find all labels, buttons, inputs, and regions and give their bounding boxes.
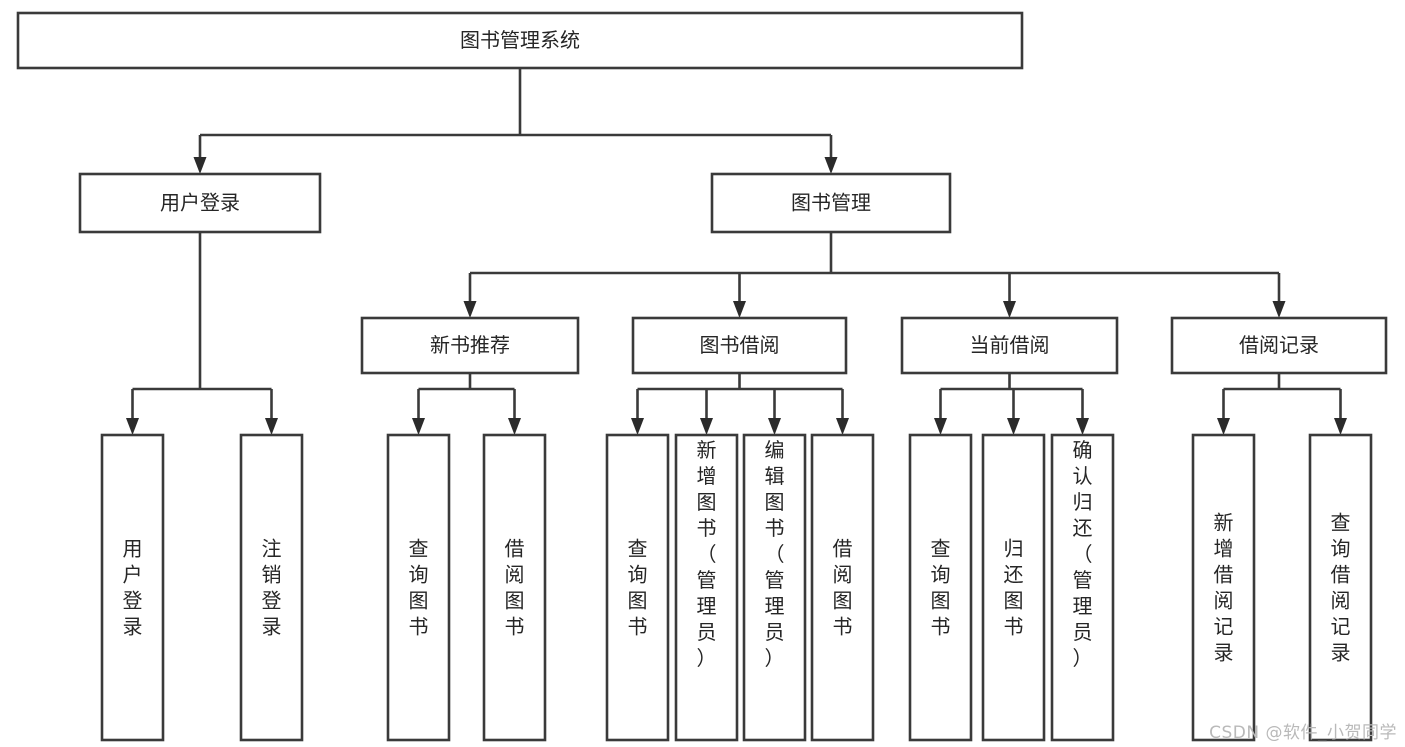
node-new-book-rec[interactable]: 新书推荐 xyxy=(360,316,580,375)
arrow-head-book-manage-2 xyxy=(1003,301,1016,318)
node-label-root: 图书管理系统 xyxy=(460,28,580,52)
node-label-leaf-confirm-return: 确认归还（管理员） xyxy=(1073,438,1093,670)
node-box-leaf-return-book xyxy=(981,433,1046,742)
node-box-book-borrow xyxy=(631,316,848,375)
arrow-head-book-borrow-3 xyxy=(836,418,849,435)
node-label-leaf-logout: 注销登录 xyxy=(262,537,282,639)
node-leaf-add-record[interactable]: 新增借阅记录 xyxy=(1191,433,1256,742)
node-box-new-book-rec xyxy=(360,316,580,375)
node-book-manage[interactable]: 图书管理 xyxy=(710,172,952,234)
node-box-leaf-confirm-return xyxy=(1050,433,1115,742)
node-leaf-query-book-2[interactable]: 查询图书 xyxy=(605,433,670,742)
node-label-leaf-query-record: 查询借阅记录 xyxy=(1331,511,1351,665)
node-root[interactable]: 图书管理系统 xyxy=(16,11,1024,70)
arrow-head-new-book-rec-1 xyxy=(508,418,521,435)
arrow-head-book-borrow-1 xyxy=(700,418,713,435)
csdn-watermark: CSDN @软件_小贺同学 xyxy=(1209,723,1397,743)
node-box-book-manage xyxy=(710,172,952,234)
node-box-leaf-borrow-book-2 xyxy=(810,433,875,742)
node-label-leaf-user-login: 用户登录 xyxy=(123,537,143,639)
node-label-leaf-edit-book: 编辑图书（管理员） xyxy=(765,438,785,670)
node-leaf-add-book[interactable]: 新增图书（管理员） xyxy=(674,433,739,742)
node-label-leaf-borrow-book-1: 借阅图书 xyxy=(505,537,525,639)
node-label-leaf-add-record: 新增借阅记录 xyxy=(1214,511,1234,665)
node-label-borrow-record: 借阅记录 xyxy=(1239,333,1319,357)
node-leaf-borrow-book-1[interactable]: 借阅图书 xyxy=(482,433,547,742)
arrow-head-root-1 xyxy=(824,157,838,174)
node-leaf-query-book-1[interactable]: 查询图书 xyxy=(386,433,451,742)
node-box-leaf-borrow-book-1 xyxy=(482,433,547,742)
node-box-leaf-query-book-3 xyxy=(908,433,973,742)
edges-layer xyxy=(126,68,1347,435)
node-label-leaf-borrow-book-2: 借阅图书 xyxy=(833,537,853,639)
arrow-head-new-book-rec-0 xyxy=(412,418,425,435)
node-box-borrow-record xyxy=(1170,316,1388,375)
arrow-head-book-manage-3 xyxy=(1272,301,1286,318)
node-leaf-return-book[interactable]: 归还图书 xyxy=(981,433,1046,742)
node-label-leaf-query-book-2: 查询图书 xyxy=(628,537,648,639)
node-current-borrow[interactable]: 当前借阅 xyxy=(900,316,1119,375)
node-label-current-borrow: 当前借阅 xyxy=(970,333,1050,357)
arrow-head-book-borrow-2 xyxy=(768,418,781,435)
node-box-leaf-logout xyxy=(239,433,304,742)
node-leaf-borrow-book-2[interactable]: 借阅图书 xyxy=(810,433,875,742)
node-box-leaf-query-record xyxy=(1308,433,1373,742)
node-label-leaf-add-book: 新增图书（管理员） xyxy=(697,438,717,670)
node-label-new-book-rec: 新书推荐 xyxy=(430,333,510,357)
node-label-leaf-query-book-1: 查询图书 xyxy=(409,537,429,639)
arrow-head-root-0 xyxy=(193,157,207,174)
node-box-user-login xyxy=(78,172,322,234)
node-box-leaf-add-book xyxy=(674,433,739,742)
node-box-current-borrow xyxy=(900,316,1119,375)
node-leaf-confirm-return[interactable]: 确认归还（管理员） xyxy=(1050,433,1115,742)
arrow-head-borrow-record-1 xyxy=(1334,418,1347,435)
arrow-head-user-login-0 xyxy=(126,418,139,435)
node-label-leaf-return-book: 归还图书 xyxy=(1004,537,1024,639)
node-label-book-manage: 图书管理 xyxy=(791,191,871,215)
arrow-head-current-borrow-0 xyxy=(934,418,947,435)
node-book-borrow[interactable]: 图书借阅 xyxy=(631,316,848,375)
node-leaf-user-login[interactable]: 用户登录 xyxy=(100,433,165,742)
arrow-head-book-manage-0 xyxy=(463,301,477,318)
node-box-root xyxy=(16,11,1024,70)
node-label-book-borrow: 图书借阅 xyxy=(700,333,780,357)
arrow-head-user-login-1 xyxy=(265,418,278,435)
arrow-head-book-manage-1 xyxy=(733,301,746,318)
node-leaf-query-record[interactable]: 查询借阅记录 xyxy=(1308,433,1373,742)
node-borrow-record[interactable]: 借阅记录 xyxy=(1170,316,1388,375)
node-box-leaf-user-login xyxy=(100,433,165,742)
node-box-leaf-edit-book xyxy=(742,433,807,742)
node-label-leaf-query-book-3: 查询图书 xyxy=(931,537,951,639)
node-leaf-logout[interactable]: 注销登录 xyxy=(239,433,304,742)
node-label-user-login: 用户登录 xyxy=(160,191,240,215)
nodes-layer: 图书管理系统用户登录图书管理新书推荐图书借阅当前借阅借阅记录用户登录注销登录查询… xyxy=(16,11,1388,742)
node-user-login[interactable]: 用户登录 xyxy=(78,172,322,234)
node-box-leaf-query-book-2 xyxy=(605,433,670,742)
arrow-head-book-borrow-0 xyxy=(631,418,644,435)
arrow-head-borrow-record-0 xyxy=(1217,418,1230,435)
arrow-head-current-borrow-2 xyxy=(1076,418,1089,435)
node-leaf-edit-book[interactable]: 编辑图书（管理员） xyxy=(742,433,807,742)
node-box-leaf-query-book-1 xyxy=(386,433,451,742)
node-leaf-query-book-3[interactable]: 查询图书 xyxy=(908,433,973,742)
arrow-head-current-borrow-1 xyxy=(1007,418,1020,435)
node-box-leaf-add-record xyxy=(1191,433,1256,742)
